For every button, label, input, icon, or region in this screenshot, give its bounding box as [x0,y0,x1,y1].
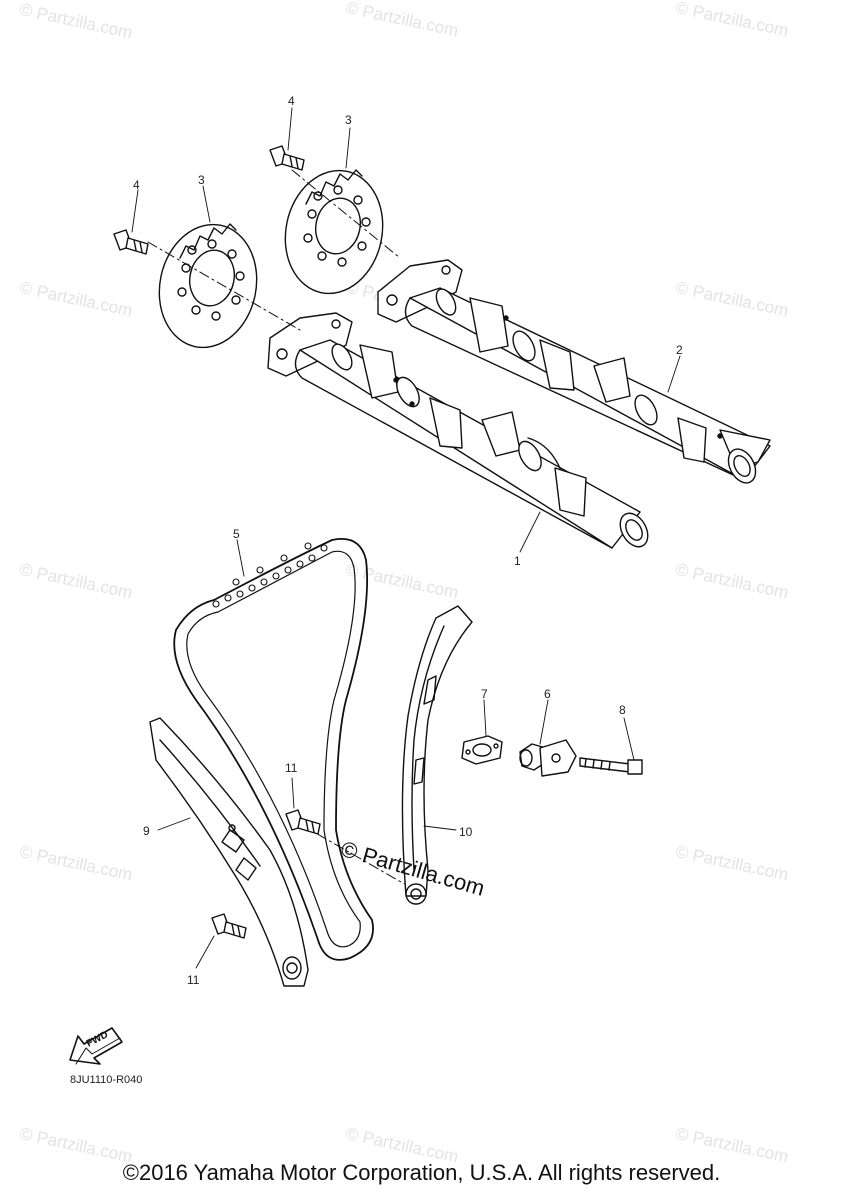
callout-8: 8 [619,703,626,717]
fwd-label: FWD [84,1029,111,1050]
camshaft-2 [377,259,771,484]
callout-6: 6 [544,687,551,701]
copyright-notice: ©2016 Yamaha Motor Corporation, U.S.A. A… [122,1160,721,1185]
chain-tensioner [519,739,577,777]
drawing-code: 8JU1110-R040 [70,1074,143,1086]
callout-2: 2 [676,343,683,357]
callout-3-right: 3 [345,113,352,127]
cam-sprocket-left [158,223,258,349]
callout-9: 9 [143,824,150,838]
sprocket-bolt-right [269,145,305,171]
callout-5: 5 [233,527,240,541]
tensioner-bolt [579,757,643,775]
callout-4-right: 4 [288,94,295,108]
callout-1: 1 [514,554,521,568]
callout-10: 10 [459,825,473,839]
fwd-indicator: FWD [64,1022,124,1066]
chain-guide-10 [401,605,473,905]
callout-4-left: 4 [133,178,140,192]
fwd-arrow-icon [69,1027,123,1065]
callout-7: 7 [481,687,488,701]
camshaft-1 [267,312,649,549]
callout-11-upper: 11 [285,761,298,775]
chain-guide-9 [149,717,309,987]
guide-bolt-lower [211,913,247,939]
callout-3-left: 3 [198,173,205,187]
guide-bolt-upper [285,809,321,835]
sprocket-bolt-left [113,229,149,255]
callout-11-lower: 11 [187,973,200,987]
leader-lines [131,107,681,969]
cam-sprocket-right [284,169,384,295]
timing-chain [173,538,374,961]
tensioner-gasket [461,735,503,765]
